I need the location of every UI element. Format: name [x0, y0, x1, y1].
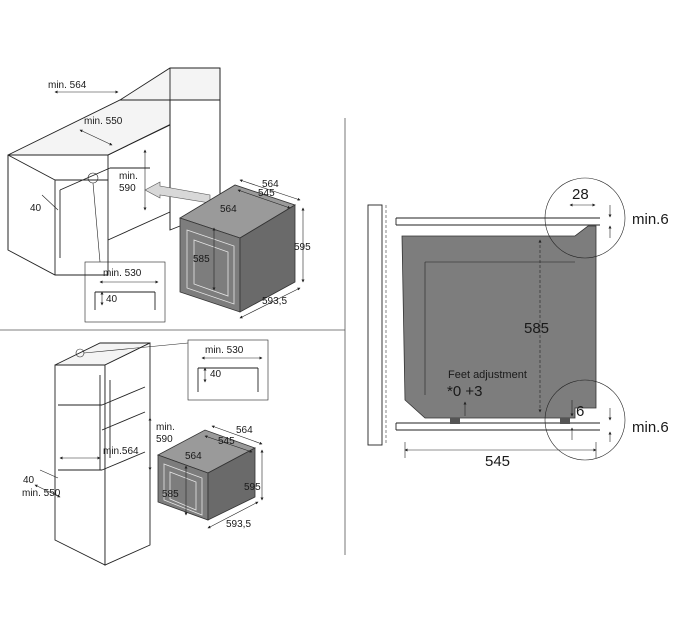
oven-top-left: 564 545 564 585 595 593,5: [179, 179, 311, 319]
feet-adjustment-range: *0 +3: [447, 383, 482, 400]
dim-oven-depth-outer: 564: [262, 179, 279, 190]
dim-cabinet-depth-min: min. 550: [84, 116, 123, 127]
dim-oven-width: 593,5: [262, 296, 287, 307]
dim-oven2-height-front: 585: [162, 489, 179, 500]
tall-cabinet-side: [104, 342, 151, 566]
bottom-detail-circle: [544, 379, 626, 461]
oven-side-body: [401, 225, 597, 419]
dim-tall-opening-min-label: min.: [156, 422, 175, 433]
dim-oven2-depth-outer: 564: [236, 425, 253, 436]
oven-foot-rear: [560, 418, 570, 424]
top-detail-circle: [544, 177, 626, 259]
dim-oven2-depth-inner: 545: [218, 436, 235, 447]
undercounter-cabinet: min. 564 min. 550 min. 590 40 min. 530 4…: [7, 67, 221, 323]
dim-top-gap-min: min.6: [632, 211, 669, 228]
tall-cabinet: min. 530 40 min. 590 min.564 40 min. 550: [22, 339, 269, 566]
insert-arrow: [144, 181, 211, 204]
vent-callout-box: [84, 261, 166, 323]
cabinet-front-panel: [367, 204, 383, 446]
vent-callout-box-tall: [187, 339, 269, 401]
dim-oven-top-width: 564: [220, 204, 237, 215]
dim-depth: 545: [485, 453, 510, 470]
dim-tall-vent-depth: 40: [210, 369, 222, 380]
dim-oven-height-front: 585: [193, 254, 210, 265]
side-section: 28 min.6 585 Feet adjustment *0 +3 6 min…: [367, 177, 669, 470]
oven-bottom-left: 564 545 564 585 595 593,5: [157, 425, 264, 530]
dim-oven-height-side: 595: [294, 242, 311, 253]
dim-height: 585: [524, 320, 549, 337]
dim-oven2-height-side: 595: [244, 482, 261, 493]
dim-bottom-offset: 6: [576, 403, 584, 420]
dim-top-offset: 28: [572, 186, 589, 203]
dim-opening-height-min-label: min.: [119, 171, 138, 182]
dim-tall-vent-width-min: min. 530: [205, 345, 244, 356]
dim-oven-depth-inner: 545: [258, 188, 275, 199]
dim-tall-cabinet-depth-min: min. 550: [22, 488, 61, 499]
dim-oven2-width: 593,5: [226, 519, 251, 530]
tall-cabinet-front: [54, 364, 106, 566]
dim-cabinet-width-min: min. 564: [48, 80, 87, 91]
dim-vent-depth: 40: [106, 294, 118, 305]
dim-opening-height-min-value: 590: [119, 183, 136, 194]
dim-side-gap: 40: [30, 203, 42, 214]
dim-vent-width-min: min. 530: [103, 268, 142, 279]
dim-bottom-gap-min: min.6: [632, 419, 669, 436]
dim-tall-opening-min-value: 590: [156, 434, 173, 445]
dim-tall-cabinet-width-min: min.564: [103, 446, 139, 457]
feet-adjustment-label: Feet adjustment: [448, 369, 527, 381]
dim-oven2-top-width: 564: [185, 451, 202, 462]
oven-foot-front: [450, 418, 460, 424]
dim-tall-side-gap: 40: [23, 475, 35, 486]
oven-side-face: [239, 204, 296, 313]
